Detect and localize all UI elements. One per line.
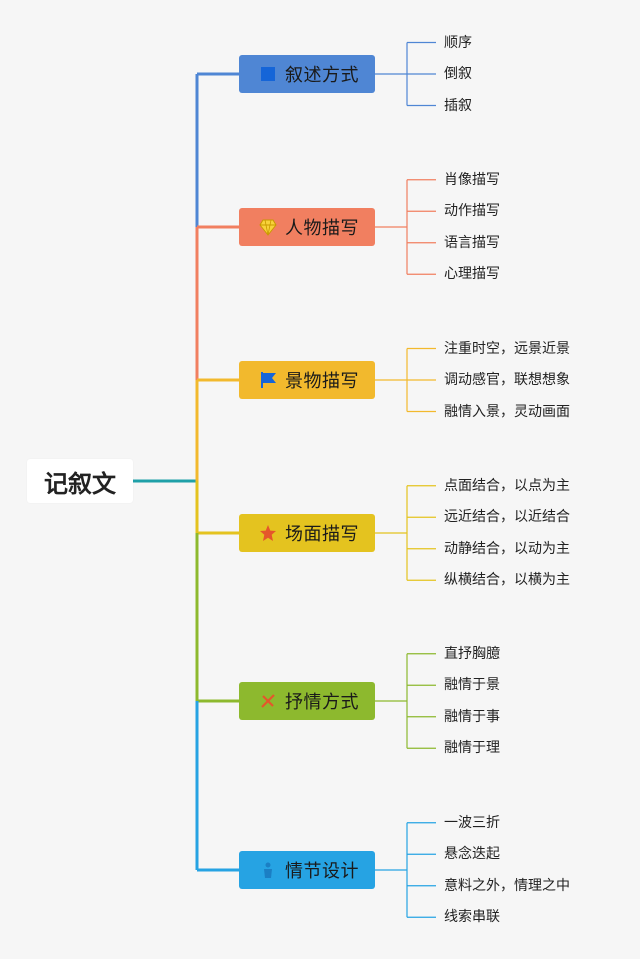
root-node[interactable]: 记叙文: [27, 459, 133, 503]
branch-label: 情节设计: [285, 861, 359, 882]
flag-icon: [259, 371, 277, 389]
root-label: 记叙文: [44, 469, 116, 498]
branch-node[interactable]: 人物描写: [239, 208, 375, 246]
leaf-node[interactable]: 语言描写: [444, 234, 500, 251]
leaf-node[interactable]: 调动感官，联想想象: [444, 372, 570, 388]
leaf-node[interactable]: 顺序: [444, 34, 472, 51]
branch-label: 叙述方式: [285, 65, 359, 86]
leaf-node[interactable]: 远近结合，以近结合: [444, 509, 570, 526]
branch-node[interactable]: 抒情方式: [239, 682, 375, 720]
leaf-node[interactable]: 点面结合，以点为主: [444, 477, 570, 494]
leaf-node[interactable]: 肖像描写: [444, 171, 500, 188]
leaf-node[interactable]: 融情于事: [444, 708, 500, 725]
leaf-node[interactable]: 融情于景: [444, 677, 500, 694]
leaf-node[interactable]: 心理描写: [444, 266, 500, 283]
leaf-node[interactable]: 直抒胸臆: [444, 645, 500, 662]
star-icon: [259, 524, 277, 542]
leaf-node[interactable]: 插叙: [444, 97, 472, 114]
branch-label: 抒情方式: [285, 692, 359, 713]
branch-label: 人物描写: [285, 218, 359, 239]
branch-node[interactable]: 景物描写: [239, 361, 375, 399]
leaf-node[interactable]: 纵横结合，以横为主: [444, 572, 570, 589]
branch-label: 场面描写: [285, 524, 359, 545]
leaf-node[interactable]: 倒叙: [444, 66, 472, 82]
leaf-node[interactable]: 悬念迭起: [444, 846, 500, 863]
leaf-node[interactable]: 意料之外，情理之中: [444, 877, 570, 894]
branch-node[interactable]: 情节设计: [239, 851, 375, 889]
branch-node[interactable]: 叙述方式: [239, 55, 375, 93]
leaf-node[interactable]: 融情于理: [444, 740, 500, 757]
diamond-icon: [259, 218, 277, 236]
leaf-node[interactable]: 动作描写: [444, 203, 500, 220]
leaf-node[interactable]: 动静结合，以动为主: [444, 540, 570, 557]
tools-icon: [259, 692, 277, 710]
leaf-node[interactable]: 融情入景，灵动画面: [444, 403, 570, 420]
branch-label: 景物描写: [285, 371, 359, 392]
blue-square-icon: [259, 65, 277, 83]
leaf-node[interactable]: 注重时空，远景近景: [444, 340, 570, 357]
leaf-node[interactable]: 线索串联: [444, 909, 500, 926]
branch-node[interactable]: 场面描写: [239, 514, 375, 552]
person-icon: [259, 861, 277, 879]
leaf-node[interactable]: 一波三折: [444, 814, 500, 831]
